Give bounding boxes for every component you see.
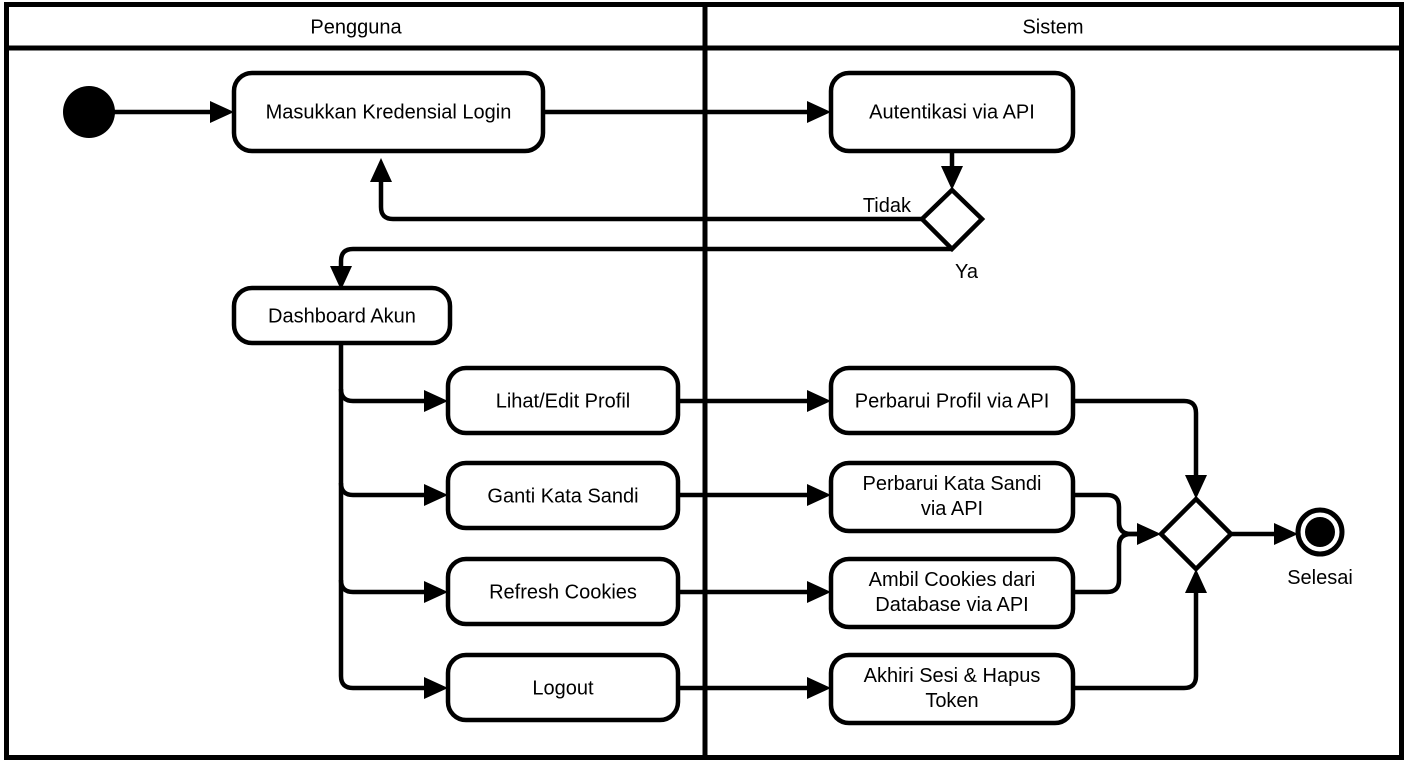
initial-node (63, 86, 115, 138)
node-label-dashboard-akun: Dashboard Akun (268, 305, 416, 327)
flow-dashboard-spine (338, 343, 430, 691)
node-label-akhiri-sesi-line2: Token (925, 690, 978, 712)
node-shape-autentikasi-via-api (828, 70, 1076, 154)
node-shape-perbarui-profil-via-api (828, 365, 1076, 436)
node-label-masukkan-kredensial-login: Masukkan Kredensial Login (266, 101, 512, 123)
arrowhead-merge-to-end (1274, 523, 1298, 545)
node-label-akhiri-sesi-line1: Akhiri Sesi & Hapus (864, 665, 1041, 687)
arrowhead-decision-ya-to-dashboard (330, 266, 352, 290)
node-label-lihat-edit-profil: Lihat/Edit Profil (496, 390, 631, 412)
arrowhead-dashboard-to-lihat-edit-profil (424, 390, 448, 412)
node-ganti-kata-sandi[interactable]: Ganti Kata Sandi (445, 460, 681, 531)
arrowhead-decision-tidak-to-masukkan-kredensial (370, 158, 392, 182)
arrowhead-autentikasi-to-decision (941, 166, 963, 190)
merge-node-actions[interactable] (1157, 495, 1235, 573)
flow-decision-ya-to-dashboard (338, 246, 952, 272)
swimlane-frame-group (4, 2, 1404, 760)
lane-title-pengguna: Pengguna (310, 16, 402, 38)
arrowhead-akhiri-sesi-to-merge (1185, 569, 1207, 593)
arrowhead-dashboard-to-ganti-kata-sandi (424, 484, 448, 506)
node-label-ganti-kata-sandi: Ganti Kata Sandi (487, 485, 638, 507)
decision-nodes-group (918, 186, 1235, 573)
edge-labels-group: Tidak Ya (863, 195, 979, 283)
arrowhead-ganti-kata-sandi-to-perbarui-kata-sandi (807, 484, 831, 506)
flow-akhiri-sesi-to-merge (1073, 587, 1199, 691)
final-node-group: Selesai (1287, 507, 1353, 589)
node-perbarui-profil-via-api[interactable]: Perbarui Profil via API (828, 365, 1076, 436)
node-logout[interactable]: Logout (445, 652, 681, 723)
node-shape-lihat-edit-profil (445, 365, 681, 436)
node-shape-ganti-kata-sandi (445, 460, 681, 531)
decision-node-auth[interactable] (918, 186, 986, 253)
arrowhead-start-to-masukkan-kredensial (210, 101, 234, 123)
node-lihat-edit-profil[interactable]: Lihat/Edit Profil (445, 365, 681, 436)
arrowhead-perbarui-profil-to-merge (1185, 475, 1207, 499)
node-ambil-cookies-dari-database-via-api[interactable]: Ambil Cookies dari Database via API (828, 556, 1076, 630)
final-node-label: Selesai (1287, 567, 1353, 589)
node-autentikasi-via-api[interactable]: Autentikasi via API (828, 70, 1076, 154)
swimlane-titles-group: Pengguna Sistem (310, 16, 1083, 38)
node-shape-ambil-cookies-dari-database-via-api (828, 556, 1076, 630)
node-label-logout: Logout (532, 677, 594, 699)
node-shape-masukkan-kredensial-login (231, 70, 546, 154)
flow-dashboard-to-ganti-kata-sandi (338, 482, 430, 498)
arrowhead-masukkan-kredensial-to-autentikasi (807, 101, 831, 123)
lane-title-sistem: Sistem (1022, 16, 1083, 38)
node-label-refresh-cookies: Refresh Cookies (489, 581, 637, 603)
node-shape-perbarui-kata-sandi-via-api (828, 460, 1076, 534)
node-label-autentikasi-via-api: Autentikasi via API (869, 101, 1035, 123)
arrowhead-lihat-edit-profil-to-perbarui-profil (807, 390, 831, 412)
edge-label-tidak: Tidak (863, 195, 912, 217)
node-refresh-cookies[interactable]: Refresh Cookies (445, 556, 681, 627)
node-masukkan-kredensial-login[interactable]: Masukkan Kredensial Login (231, 70, 546, 154)
node-label-perbarui-kata-sandi-via-api-line1: Perbarui Kata Sandi (862, 473, 1041, 495)
node-perbarui-kata-sandi-via-api[interactable]: Perbarui Kata Sandi via API (828, 460, 1076, 534)
flow-dashboard-to-refresh-cookies (338, 579, 430, 595)
node-shape-dashboard-akun (231, 285, 453, 346)
arrowhead-dashboard-to-logout (424, 677, 448, 699)
node-label-ambil-cookies-line2: Database via API (875, 594, 1028, 616)
final-node-core (1305, 517, 1335, 547)
arrowhead-dashboard-to-refresh-cookies (424, 581, 448, 603)
edge-label-ya: Ya (955, 261, 979, 283)
flow-perbarui-kata-sandi-to-merge (1073, 492, 1143, 537)
node-label-perbarui-profil-via-api: Perbarui Profil via API (855, 390, 1050, 412)
node-dashboard-akun[interactable]: Dashboard Akun (231, 285, 453, 346)
flow-dashboard-to-lihat-edit-profil (338, 388, 430, 404)
arrowhead-perbarui-kata-sandi-to-merge (1137, 523, 1161, 545)
node-shape-akhiri-sesi-hapus-token (828, 652, 1076, 726)
flow-ambil-cookies-to-merge (1073, 531, 1143, 595)
node-shape-refresh-cookies (445, 556, 681, 627)
node-shape-logout (445, 652, 681, 723)
flow-perbarui-profil-to-merge (1073, 398, 1199, 481)
action-nodes-group: Masukkan Kredensial Login Autentikasi vi… (231, 70, 1076, 726)
node-label-perbarui-kata-sandi-via-api-line2: via API (921, 498, 983, 520)
arrowhead-logout-to-akhiri-sesi (807, 677, 831, 699)
arrowhead-refresh-cookies-to-ambil-cookies (807, 581, 831, 603)
flow-decision-tidak-to-masukkan-kredensial (378, 178, 922, 222)
node-akhiri-sesi-hapus-token[interactable]: Akhiri Sesi & Hapus Token (828, 652, 1076, 726)
flow-connectors-group: back up to Masukkan Kredensial Login -->… (113, 101, 1298, 699)
node-label-ambil-cookies-line1: Ambil Cookies dari (869, 569, 1036, 591)
